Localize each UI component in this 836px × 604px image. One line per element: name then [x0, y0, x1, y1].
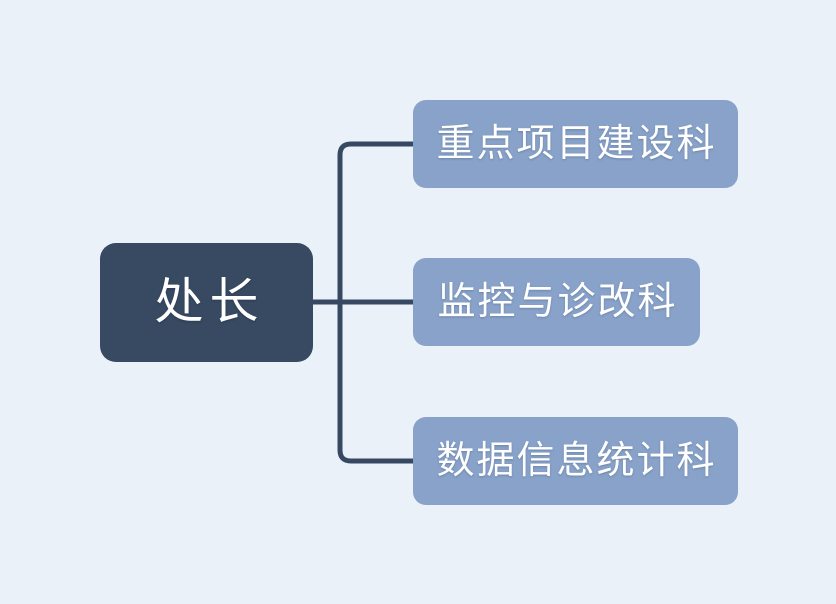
node-root-label: 处长 — [154, 275, 265, 329]
connector-branch-2 — [337, 449, 413, 464]
node-child-label: 重点项目建设科 — [436, 123, 717, 165]
connector-branch-0 — [337, 141, 413, 156]
node-child-key-project-construction[interactable]: 重点项目建设科 — [413, 100, 738, 188]
node-child-monitoring-diagnosis[interactable]: 监控与诊改科 — [413, 258, 700, 346]
node-child-label: 监控与诊改科 — [437, 281, 678, 323]
node-root-chuzhang[interactable]: 处长 — [100, 243, 313, 362]
node-child-data-statistics[interactable]: 数据信息统计科 — [413, 417, 738, 505]
node-child-label: 数据信息统计科 — [436, 440, 717, 482]
